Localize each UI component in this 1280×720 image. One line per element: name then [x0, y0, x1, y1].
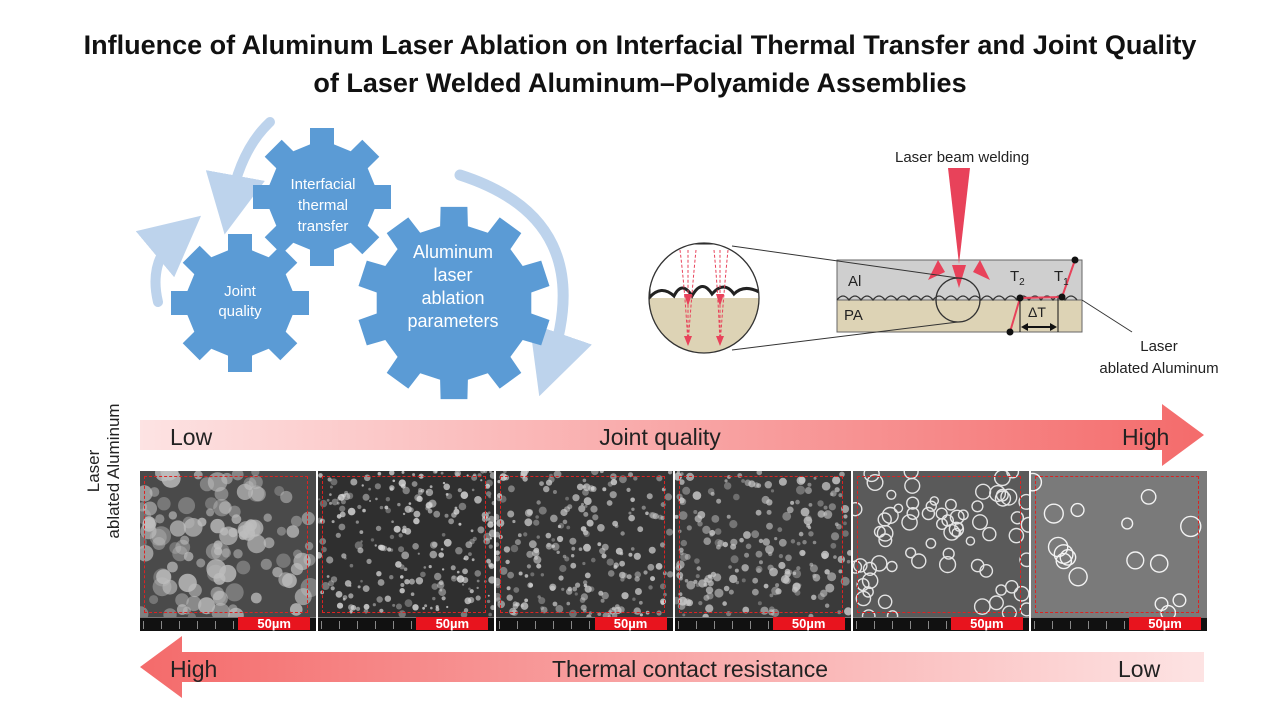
title-line-2: of Laser Welded Aluminum–Polyamide Assem… — [313, 68, 967, 98]
cycle-arrow-right — [454, 169, 592, 397]
heat-arrow-down — [952, 265, 966, 288]
cycle-arrow-left — [135, 215, 202, 307]
label-al: Al — [848, 273, 862, 290]
temperature-profile — [1009, 259, 1076, 333]
zoom-line-top — [731, 245, 959, 279]
sem-analysis-frame — [678, 476, 843, 613]
gear-small — [171, 234, 309, 372]
ablated-leader-line — [1081, 299, 1133, 333]
heat-arrow-right — [973, 260, 990, 280]
gear-top — [253, 128, 391, 266]
gears-graphic — [135, 117, 592, 400]
label-t2: T2 — [1010, 268, 1025, 288]
sem-scale-bar: 50µm — [772, 617, 845, 630]
sem-analysis-frame — [322, 476, 487, 613]
title-line-1: Influence of Aluminum Laser Ablation on … — [83, 30, 1197, 60]
sem-image-5: 50µm — [852, 471, 1029, 631]
label-laser-beam-welding: Laser beam welding — [895, 149, 1030, 166]
sem-image-4: 50µm — [674, 471, 851, 631]
sem-analysis-frame — [500, 476, 665, 613]
sem-image-1: 50µm — [140, 471, 317, 631]
sem-image-6: 50µm — [1030, 471, 1208, 631]
thermal-resistance-arrow: High Thermal contact resistance Low — [140, 636, 1204, 698]
joint-quality-label: Joint quality — [599, 424, 721, 450]
label-delta-t: ΔT — [1028, 304, 1046, 320]
thermal-resistance-label: Thermal contact resistance — [551, 656, 829, 682]
joint-quality-arrow: Low Joint quality High — [140, 404, 1204, 466]
sem-scale-bar: 50µm — [1129, 617, 1202, 630]
joint-quality-arrow-shape — [140, 404, 1204, 466]
sem-micrograph-texture — [318, 471, 495, 631]
thermal-resistance-arrow-shape — [140, 636, 1204, 698]
sem-image-row: 50µm 50µm 50µm 50µm 50µm 50µm — [140, 471, 1208, 631]
sem-micrograph-texture — [674, 471, 851, 631]
sem-analysis-frame — [144, 476, 309, 613]
sem-analysis-frame — [1034, 476, 1200, 613]
sem-analysis-frame — [856, 476, 1021, 613]
sem-scale-bar: 50µm — [238, 617, 311, 630]
label-pa: PA — [844, 307, 863, 324]
thermal-resistance-low: Low — [1118, 656, 1161, 682]
sem-micrograph-texture — [140, 471, 317, 631]
sem-image-2: 50µm — [318, 471, 495, 631]
joint-quality-high: High — [1122, 424, 1170, 450]
sem-micrograph-texture — [496, 471, 673, 631]
label-t1: T1 — [1054, 268, 1069, 288]
sem-scale-bar: 50µm — [594, 617, 667, 630]
sem-micrograph-texture — [1030, 471, 1208, 631]
thermal-resistance-high: High — [170, 656, 218, 682]
laser-beam — [948, 168, 970, 264]
zoom-line-bottom — [731, 321, 959, 351]
sem-scale-bar: 50µm — [416, 617, 489, 630]
sem-image-3: 50µm — [496, 471, 673, 631]
joint-quality-low: Low — [170, 424, 213, 450]
sem-micrograph-texture — [852, 471, 1029, 631]
page-title: Influence of Aluminum Laser Ablation on … — [0, 26, 1280, 102]
heat-arrow-left — [928, 260, 945, 280]
sem-scale-bar: 50µm — [950, 617, 1023, 630]
welding-schematic-graphic — [648, 168, 1133, 354]
gear-large — [358, 206, 550, 400]
cycle-arrow-top — [205, 117, 275, 235]
